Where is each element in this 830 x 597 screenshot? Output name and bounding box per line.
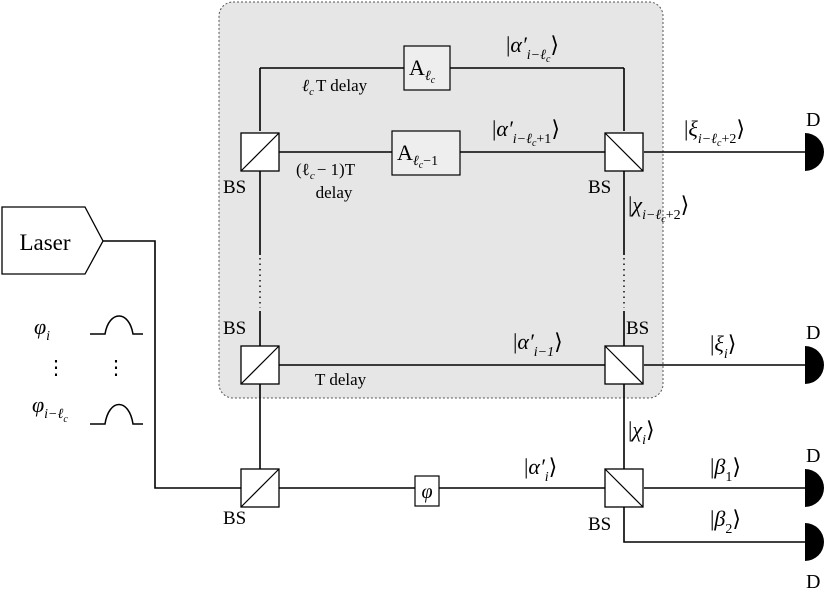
amplifier-lc-box	[403, 45, 451, 91]
amplifier-lc-label: Aℓc	[409, 55, 436, 86]
beam-splitter	[604, 468, 644, 508]
state-alpha-i: |α′i⟩	[524, 454, 557, 485]
beam-splitter	[604, 132, 644, 172]
bs-label: BS	[223, 318, 246, 339]
state-chi-i: |χi⟩	[628, 417, 655, 448]
pulse-phi-i-label: φi	[34, 314, 50, 344]
beam-splitter	[240, 468, 280, 508]
pulse-phi-i-minus-lc-label: φi−ℓc	[32, 392, 68, 425]
lc-minus-1-delay-word: delay	[316, 183, 353, 202]
detector-label: D	[806, 571, 820, 593]
vdots-left: ⋮	[46, 357, 66, 379]
state-xi-i: |ξi⟩	[710, 331, 736, 362]
bs-label: BS	[223, 508, 246, 529]
bs-label: BS	[588, 177, 611, 198]
state-beta-2: |β2⟩	[710, 506, 741, 537]
detector-icon	[805, 523, 824, 561]
detector-label: D	[806, 109, 820, 131]
phase-shifter-box	[414, 475, 440, 507]
bs-label: BS	[588, 514, 611, 535]
bs-label: BS	[626, 318, 649, 339]
detector-icon	[805, 133, 824, 171]
state-beta-1: |β1⟩	[710, 454, 741, 485]
detector-label: D	[806, 322, 820, 344]
beam-splitter	[240, 132, 280, 172]
vdots-right: ⋮	[106, 357, 126, 379]
bs-label: BS	[223, 177, 246, 198]
beam-splitter	[604, 345, 644, 385]
detector-label: D	[806, 445, 820, 467]
pulse-icon	[90, 315, 143, 335]
laser-source	[1, 206, 104, 275]
laser-to-input-path	[103, 240, 241, 489]
t-delay-label: T delay	[315, 370, 367, 389]
laser-label: Laser	[19, 230, 70, 255]
beta-2-path	[623, 507, 805, 543]
detector-icon	[805, 346, 824, 384]
pulse-icon	[90, 403, 143, 425]
phase-shifter-label: φ	[421, 481, 432, 503]
lc-minus-1-t-delay-label: (ℓc− 1)T	[296, 160, 356, 182]
amplifier-lc-minus-1-box	[391, 130, 461, 176]
state-xi-i-minus-lc-plus-2: |ξi−ℓc+2⟩	[684, 116, 745, 149]
amplifier-lc-minus-1-label: Aℓc−1	[397, 140, 438, 171]
detector-icon	[805, 469, 824, 507]
beam-splitter	[240, 345, 280, 385]
delay-loop-panel	[218, 1, 664, 399]
optical-paths	[103, 67, 805, 543]
